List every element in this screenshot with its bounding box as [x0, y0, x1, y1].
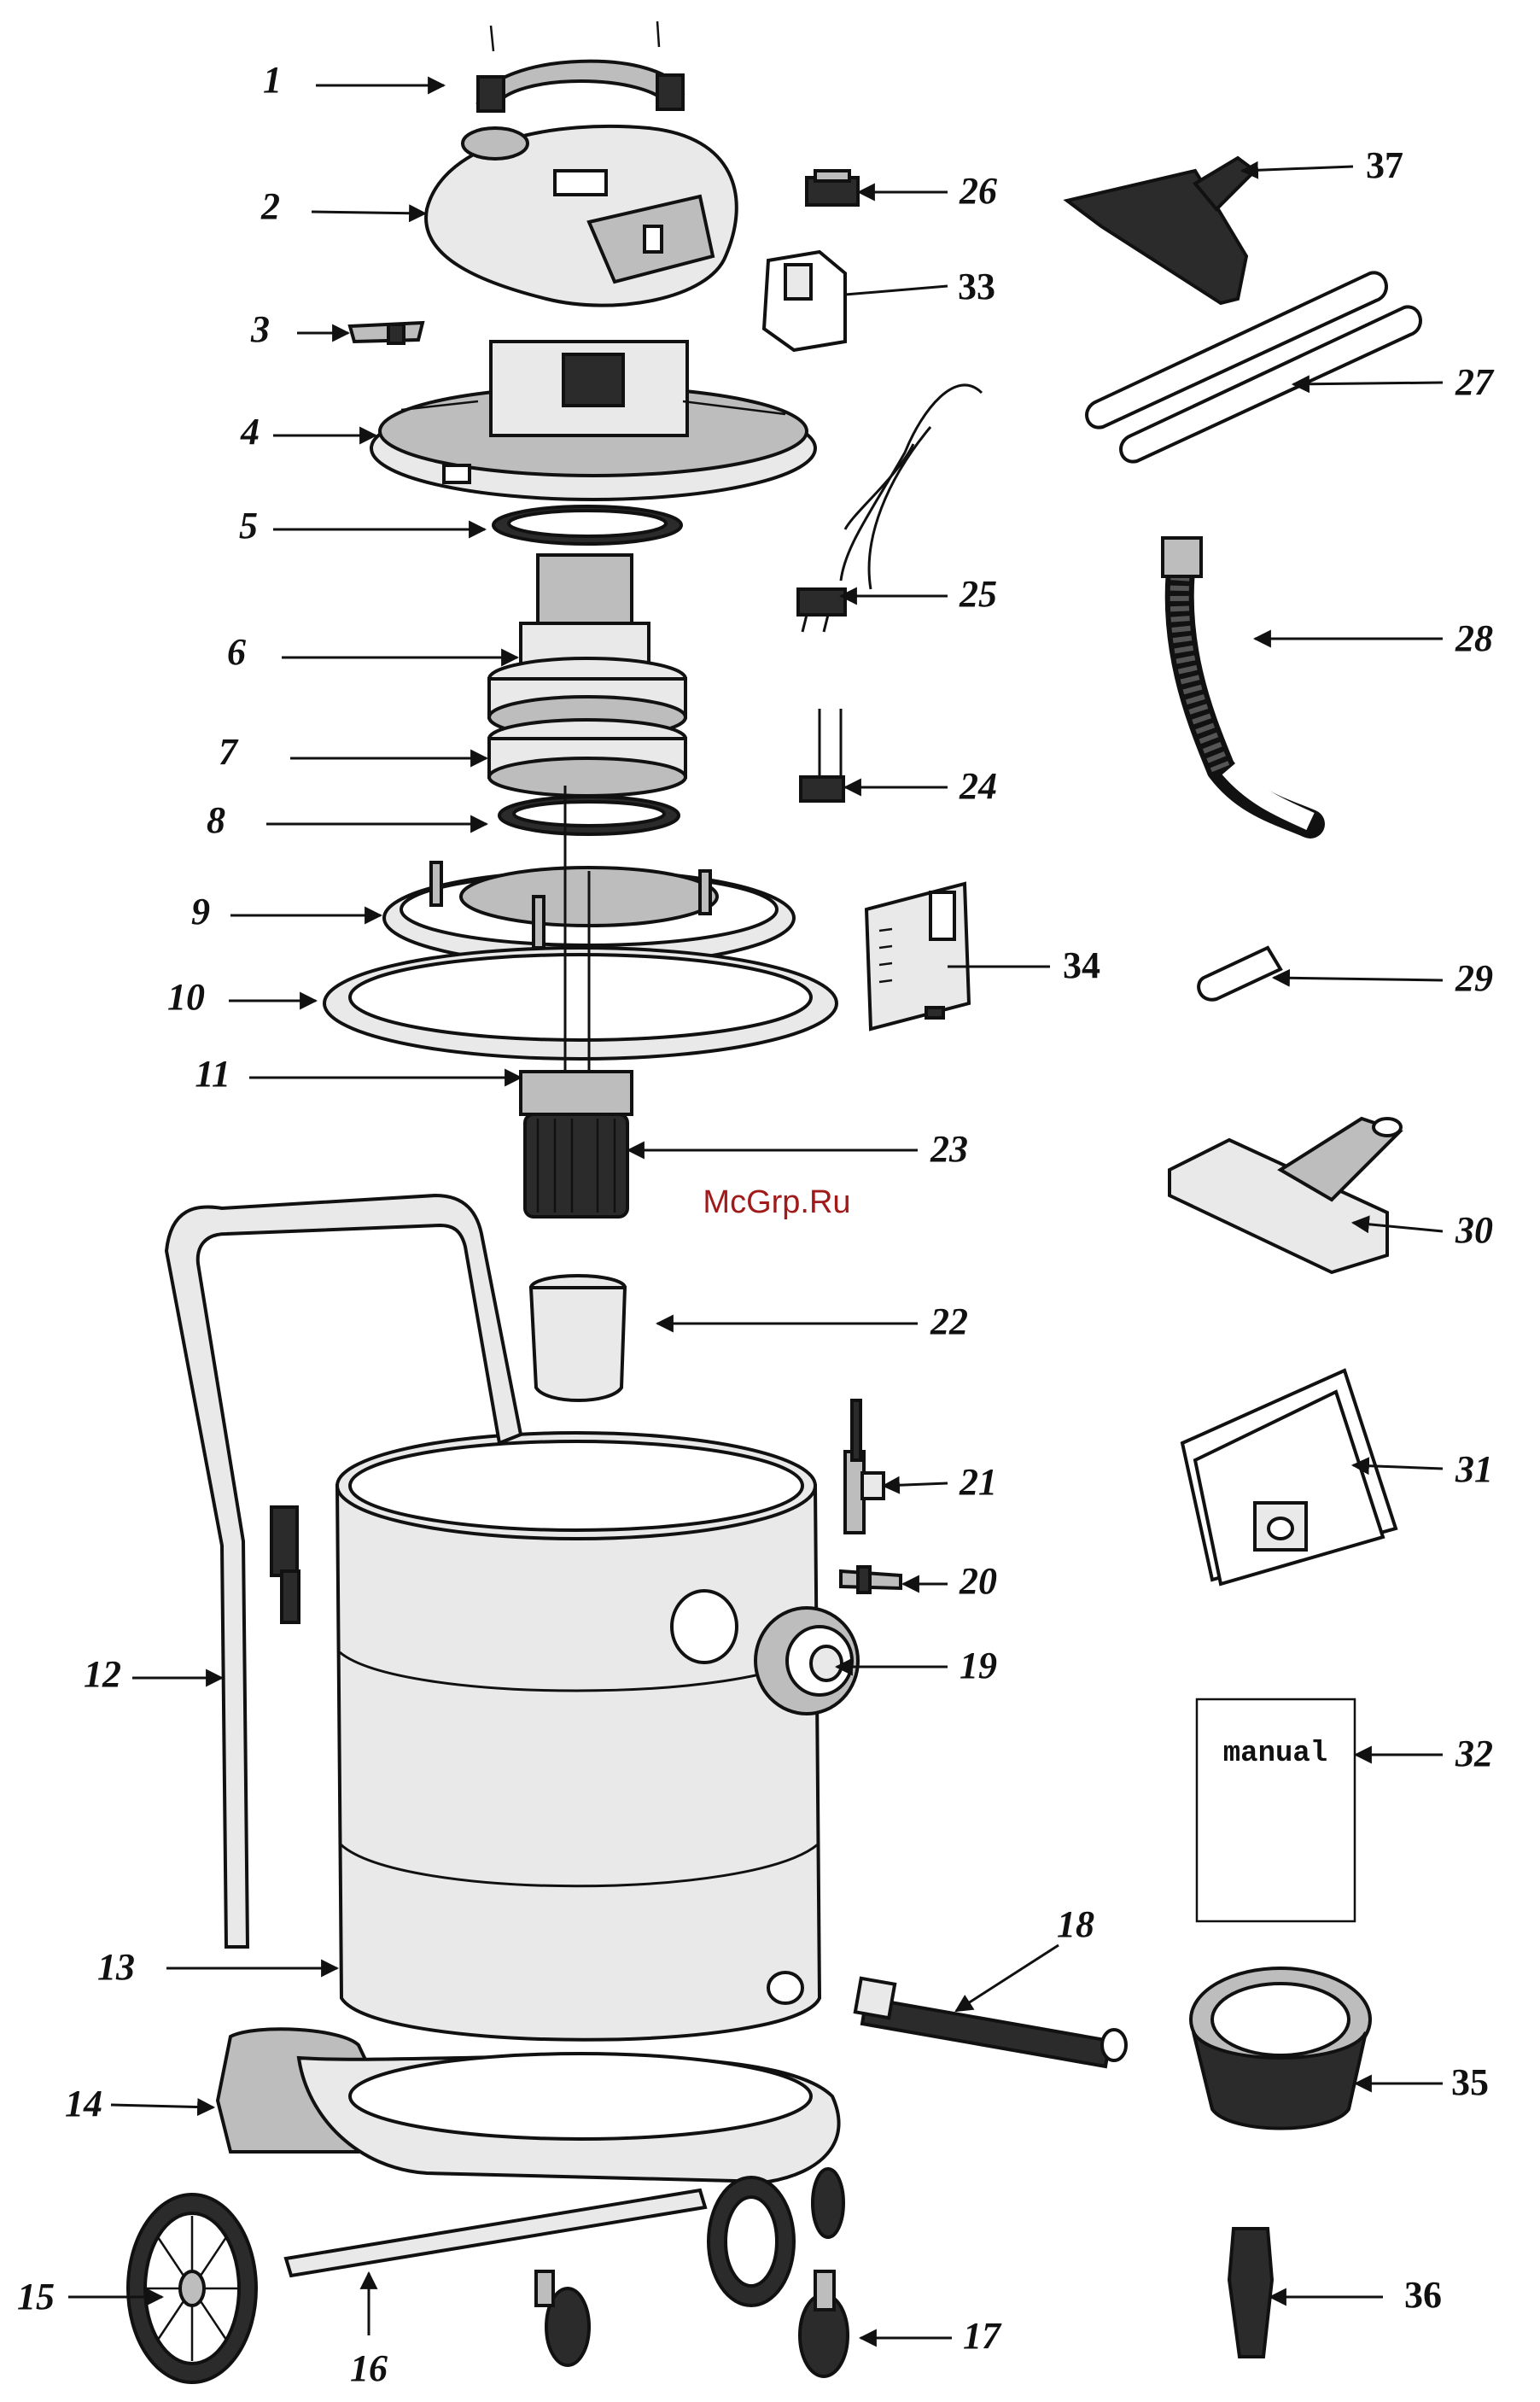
part-28-hose [1163, 538, 1310, 824]
callout-1: 1 [263, 59, 282, 101]
callout-23: 23 [930, 1128, 968, 1170]
callout-4: 4 [240, 411, 260, 453]
callout-6: 6 [227, 631, 246, 673]
callout-3: 3 [250, 308, 270, 350]
callout-17: 17 [963, 2315, 1002, 2357]
callout-33: 33 [958, 266, 995, 307]
callout-36: 36 [1404, 2274, 1442, 2316]
callout-32: 32 [1455, 1733, 1493, 1774]
part-21-side-latch [845, 1400, 884, 1533]
part-2-motor-cover [426, 126, 737, 306]
part-35-hepa-filter [1191, 1968, 1370, 2129]
part-13-tank [337, 1433, 820, 2040]
part-16-axle [286, 2190, 705, 2276]
part-19-inlet [755, 1608, 858, 1714]
callout-30: 30 [1455, 1209, 1493, 1251]
callout-2: 2 [260, 185, 280, 227]
part-26-switch [807, 171, 858, 205]
callout-21: 21 [959, 1461, 997, 1503]
part-29-crevice [1199, 948, 1280, 1000]
part-33-switch-cover [764, 252, 845, 350]
callout-26: 26 [959, 170, 997, 212]
part-3-clip [350, 323, 423, 343]
callout-9: 9 [191, 891, 210, 932]
part-7-sponge [489, 720, 685, 796]
manual-label: manual [1223, 1738, 1327, 1770]
callout-8: 8 [207, 799, 225, 841]
callout-37: 37 [1366, 144, 1403, 186]
callout-25: 25 [959, 573, 997, 615]
callout-14: 14 [65, 2083, 102, 2124]
part-6-motor [489, 555, 685, 738]
callout-7: 7 [219, 731, 239, 773]
callout-11: 11 [195, 1053, 230, 1095]
callout-34: 34 [1063, 944, 1100, 986]
callout-18: 18 [1057, 1903, 1094, 1945]
callout-13: 13 [97, 1946, 135, 1988]
callout-24: 24 [959, 765, 997, 807]
part-37-floor-nozzle [1067, 158, 1255, 303]
part-20-latch-pin [841, 1567, 901, 1593]
callout-35: 35 [1451, 2061, 1489, 2103]
part-8-ring [499, 797, 679, 834]
part-30-wet-nozzle [1170, 1119, 1401, 1272]
callout-16: 16 [350, 2347, 388, 2389]
callout-22: 22 [930, 1300, 968, 1342]
callout-31: 31 [1455, 1448, 1493, 1490]
part-32-manual [1197, 1699, 1355, 1921]
part-4-motor-housing [371, 342, 815, 500]
part-14-dolly [218, 2029, 839, 2182]
callout-10: 10 [167, 976, 205, 1018]
part-27-tubes [1087, 272, 1420, 461]
callout-5: 5 [239, 505, 258, 546]
watermark: McGrp.Ru [703, 1184, 850, 1220]
part-10-seal-ring [324, 948, 837, 1059]
callout-12: 12 [84, 1653, 121, 1695]
callout-27: 27 [1455, 361, 1495, 403]
callout-29: 29 [1455, 957, 1493, 999]
part-36-adaptor [1229, 2229, 1272, 2357]
part-1-handle [478, 21, 683, 111]
part-34-pcb [866, 884, 969, 1029]
part-15-wheel [128, 2195, 256, 2382]
part-31-dust-bag [1182, 1370, 1396, 1584]
callout-28: 28 [1455, 617, 1493, 659]
part-24-brush-holder [801, 709, 843, 801]
callout-20: 20 [959, 1560, 997, 1602]
part-5-gasket [493, 506, 681, 544]
part-22-cup [531, 1276, 625, 1400]
part-18-hose-adaptor [855, 1978, 1126, 2066]
callout-19: 19 [960, 1645, 997, 1686]
callout-15: 15 [17, 2276, 55, 2317]
